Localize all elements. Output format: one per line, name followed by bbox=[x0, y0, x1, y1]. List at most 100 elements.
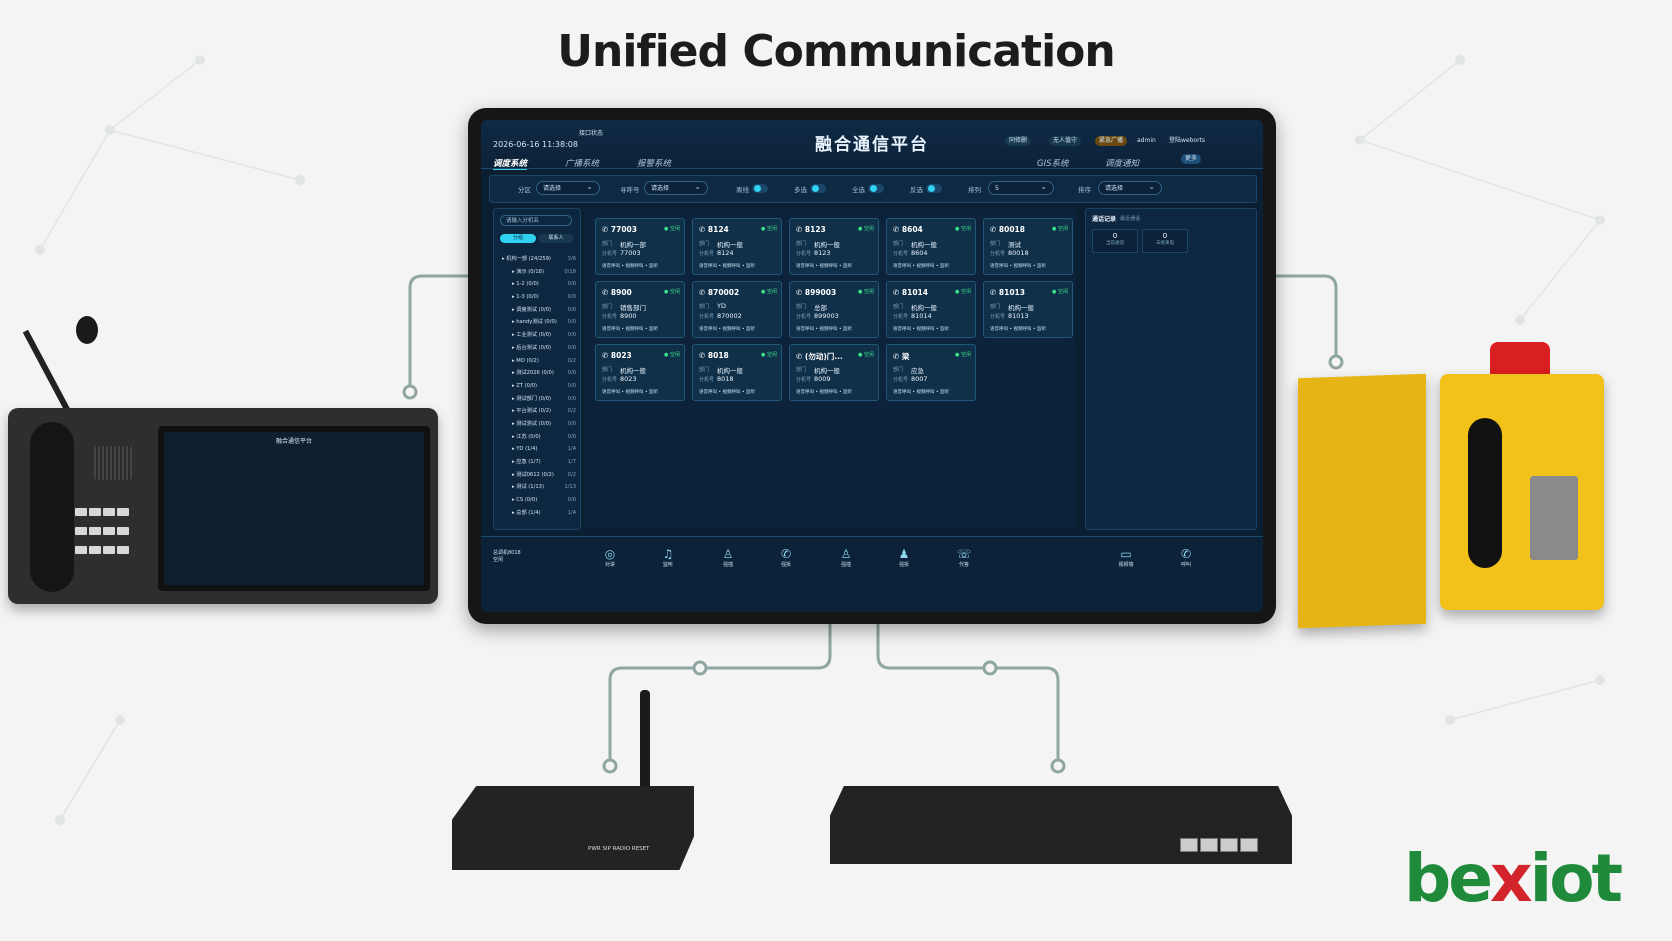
ext-label: 分机号 bbox=[990, 251, 1006, 257]
toolbar-button[interactable]: ♙强插 bbox=[831, 547, 861, 568]
more-button[interactable]: 更多 bbox=[1181, 154, 1202, 164]
tree-item-label: ▸ 演示 (0/18) bbox=[512, 268, 544, 275]
gateway-port bbox=[1200, 838, 1218, 852]
dept-value: 机构一般 bbox=[911, 241, 937, 249]
tree-item-label: ▸ ZT (0/0) bbox=[512, 382, 538, 389]
extension-number: ✆ 80018 bbox=[990, 225, 1025, 234]
status-badge: ● 空闲 bbox=[664, 289, 680, 295]
toolbar-button[interactable]: ✆呼叫 bbox=[1171, 547, 1201, 568]
tree-item-label: ▸ MO (0/2) bbox=[512, 357, 539, 364]
industrial-keypad bbox=[1530, 476, 1578, 560]
user-admin[interactable]: admin bbox=[1137, 137, 1156, 144]
offline-label: 离线 bbox=[736, 186, 749, 194]
ext-value: 81014 bbox=[911, 312, 932, 320]
tree-item[interactable]: ▸ MO (0/2)0/2 bbox=[502, 355, 580, 368]
tree-item[interactable]: ▸ handy测试 (0/0)0/0 bbox=[502, 316, 580, 329]
tree-item[interactable]: ▸ 测试 (1/13)1/13 bbox=[502, 481, 580, 494]
tab-contacts[interactable]: 联系人 bbox=[538, 234, 574, 243]
badge-sync[interactable]: 同修删 bbox=[1005, 136, 1032, 146]
dept-value: 机构一般 bbox=[814, 367, 840, 375]
tab-groups[interactable]: 分组 bbox=[500, 234, 536, 243]
dept-value: 销售部门 bbox=[620, 304, 646, 312]
alarm-beacon bbox=[1490, 342, 1550, 376]
tab-gis[interactable]: GIS系统 bbox=[1037, 159, 1069, 169]
cols-label: 排列 bbox=[968, 186, 981, 194]
toolbar-button[interactable]: ♟强拆 bbox=[889, 547, 919, 568]
card-actions: 语音呼叫 • 视频呼叫 • 监听 bbox=[602, 264, 659, 269]
offline-toggle[interactable] bbox=[752, 184, 768, 193]
selectall-toggle[interactable] bbox=[868, 184, 884, 193]
dispatch-console: 融合通信平台 bbox=[8, 408, 438, 604]
missed-calls-box: 0 未接来电 bbox=[1142, 229, 1188, 253]
tree-item[interactable]: ▸ 工业测试 (0/0)0/0 bbox=[502, 329, 580, 342]
tab-dispatch[interactable]: 调度系统 bbox=[493, 159, 528, 170]
tree-item[interactable]: ▸ 应急 (1/7)1/7 bbox=[502, 456, 580, 469]
tree-item[interactable]: ▸ 1-3 (0/0)0/0 bbox=[502, 291, 580, 304]
ext-value: 8124 bbox=[717, 249, 734, 257]
current-calls-count: 0 bbox=[1112, 232, 1118, 240]
tree-item[interactable]: ▸ YD (1/4)1/4 bbox=[502, 443, 580, 456]
tree-item-label: ▸ 1-2 (0/0) bbox=[512, 281, 539, 288]
status-badge: ● 空闲 bbox=[955, 226, 971, 232]
tab-alarm[interactable]: 报警系统 bbox=[637, 159, 672, 169]
dept-label: 部门 bbox=[699, 304, 710, 310]
dept-label: 部门 bbox=[893, 304, 904, 310]
invert-toggle[interactable] bbox=[926, 184, 942, 193]
sort-select[interactable]: 请选择 bbox=[1098, 180, 1162, 195]
tab-broadcast[interactable]: 广播系统 bbox=[565, 159, 600, 169]
tree-item[interactable]: ▸ 江苏 (0/0)0/0 bbox=[502, 431, 580, 444]
tree-item-count: 0/18 bbox=[564, 268, 576, 275]
router-leds: PWR SIP RADIO RESET bbox=[588, 846, 650, 852]
tree-item[interactable]: ▸ 后台测试 (0/0)0/0 bbox=[502, 342, 580, 355]
toolbar-button[interactable]: ✆强拆 bbox=[771, 547, 801, 568]
tree-item[interactable]: ▸ 机构一部 (24/259)3/6 bbox=[502, 253, 580, 266]
tree-item[interactable]: ▸ 演示 (0/18) 0/18 bbox=[502, 266, 580, 279]
headset-icon: ♫ bbox=[662, 547, 674, 561]
tree-item[interactable]: ▸ 调度测试 (0/0)0/0 bbox=[502, 304, 580, 317]
cols-select[interactable]: 5 bbox=[988, 180, 1054, 195]
extension-search-input[interactable]: 请输入分机名 bbox=[500, 215, 572, 226]
current-calls-label: 当前通话 bbox=[1106, 241, 1124, 246]
tree-item[interactable]: ▸ 平台测试 (0/2)0/2 bbox=[502, 405, 580, 418]
tab-notify[interactable]: 调度通知 bbox=[1105, 159, 1140, 169]
intercom-icon: ◎ bbox=[604, 547, 616, 561]
dial-select[interactable]: 请选择 bbox=[644, 180, 708, 195]
zone-select[interactable]: 请选择 bbox=[536, 180, 600, 195]
tree-item[interactable]: ▸ 测试2026 (0/0)0/0 bbox=[502, 367, 580, 380]
tree-item[interactable]: ▸ 测试测试 (0/0)0/0 bbox=[502, 418, 580, 431]
tree-item-label: ▸ 1-3 (0/0) bbox=[512, 294, 539, 301]
badge-emergency[interactable]: 紧急广播 bbox=[1095, 136, 1128, 146]
tree-item[interactable]: ▸ CS (0/0)0/0 bbox=[502, 494, 580, 507]
toolbar-button[interactable]: ♙强插 bbox=[713, 547, 743, 568]
tree-item-label: ▸ 测试 (1/13) bbox=[512, 484, 544, 491]
toolbar-button[interactable]: ☏代答 bbox=[949, 547, 979, 568]
toolbar-button[interactable]: ♫监听 bbox=[653, 547, 683, 568]
tree-item[interactable]: ▸ 1-2 (0/0)0/0 bbox=[502, 278, 580, 291]
dept-label: 部门 bbox=[990, 241, 1001, 247]
tree-item[interactable]: ▸ 总部 (1/4)1/4 bbox=[502, 507, 580, 520]
tree-item[interactable]: ▸ 测试0612 (0/2)0/2 bbox=[502, 469, 580, 482]
badge-unattended[interactable]: 无人值守 bbox=[1049, 136, 1082, 146]
phone-cut-icon: ✆ bbox=[780, 547, 792, 561]
tree-item[interactable]: ▸ ZT (0/0)0/0 bbox=[502, 380, 580, 393]
logo-part: x bbox=[1490, 840, 1533, 917]
multi-toggle[interactable] bbox=[810, 184, 826, 193]
toolbar-button[interactable]: ▭视频墙 bbox=[1111, 547, 1141, 568]
tree-item[interactable]: ▸ 测试部门 (0/0)0/0 bbox=[502, 393, 580, 406]
current-user: 总调机8018 空闲 bbox=[493, 549, 521, 563]
toolbar-button[interactable]: ◎对讲 bbox=[595, 547, 625, 568]
